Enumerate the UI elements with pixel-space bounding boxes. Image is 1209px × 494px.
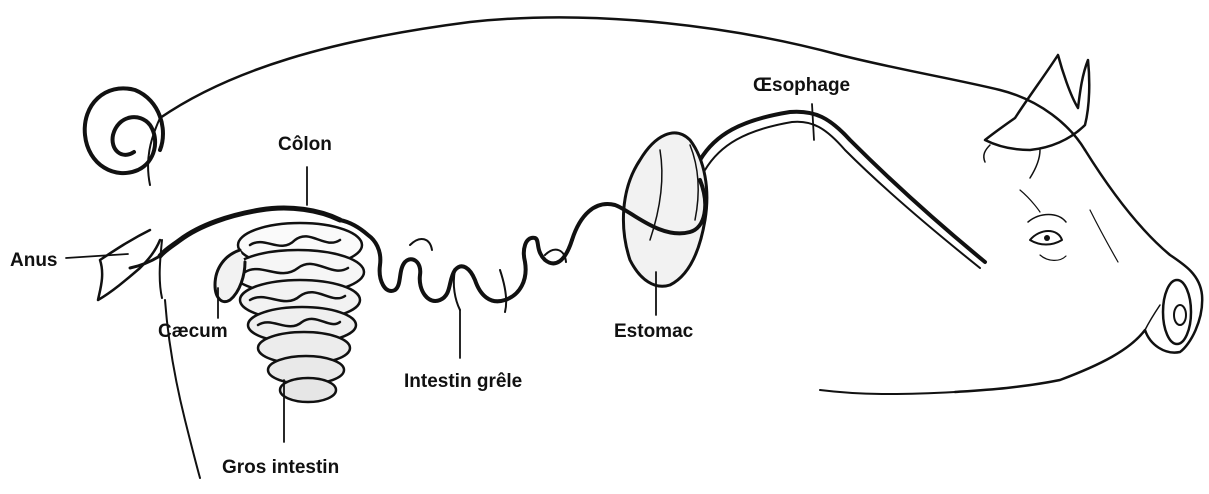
label-estomac: Estomac [614,322,693,341]
label-oesophage: Œsophage [753,76,850,95]
pig-tail [85,88,163,173]
oesophagus-tube [700,112,985,262]
pig-nostril [1174,305,1186,325]
label-gros-intestin: Gros intestin [222,458,339,477]
label-anus: Anus [10,251,58,270]
leader-anus [66,254,128,258]
pig-mouth [1145,305,1160,330]
label-colon: Côlon [278,135,332,154]
pig-snout [1163,280,1191,344]
pig-back-outline [160,17,1085,150]
pig-rear-leg [98,230,160,300]
pig-head-outline [955,150,1202,392]
caecum-organ [215,250,245,302]
leader-oesophage [812,104,814,140]
label-caecum: Cæcum [158,322,228,341]
large-intestine-spiral [232,223,364,402]
label-intestin-grele: Intestin grêle [404,372,522,391]
pig-belly-outline [820,390,955,394]
pig-ear [985,55,1089,150]
small-intestine-coils [340,220,572,301]
